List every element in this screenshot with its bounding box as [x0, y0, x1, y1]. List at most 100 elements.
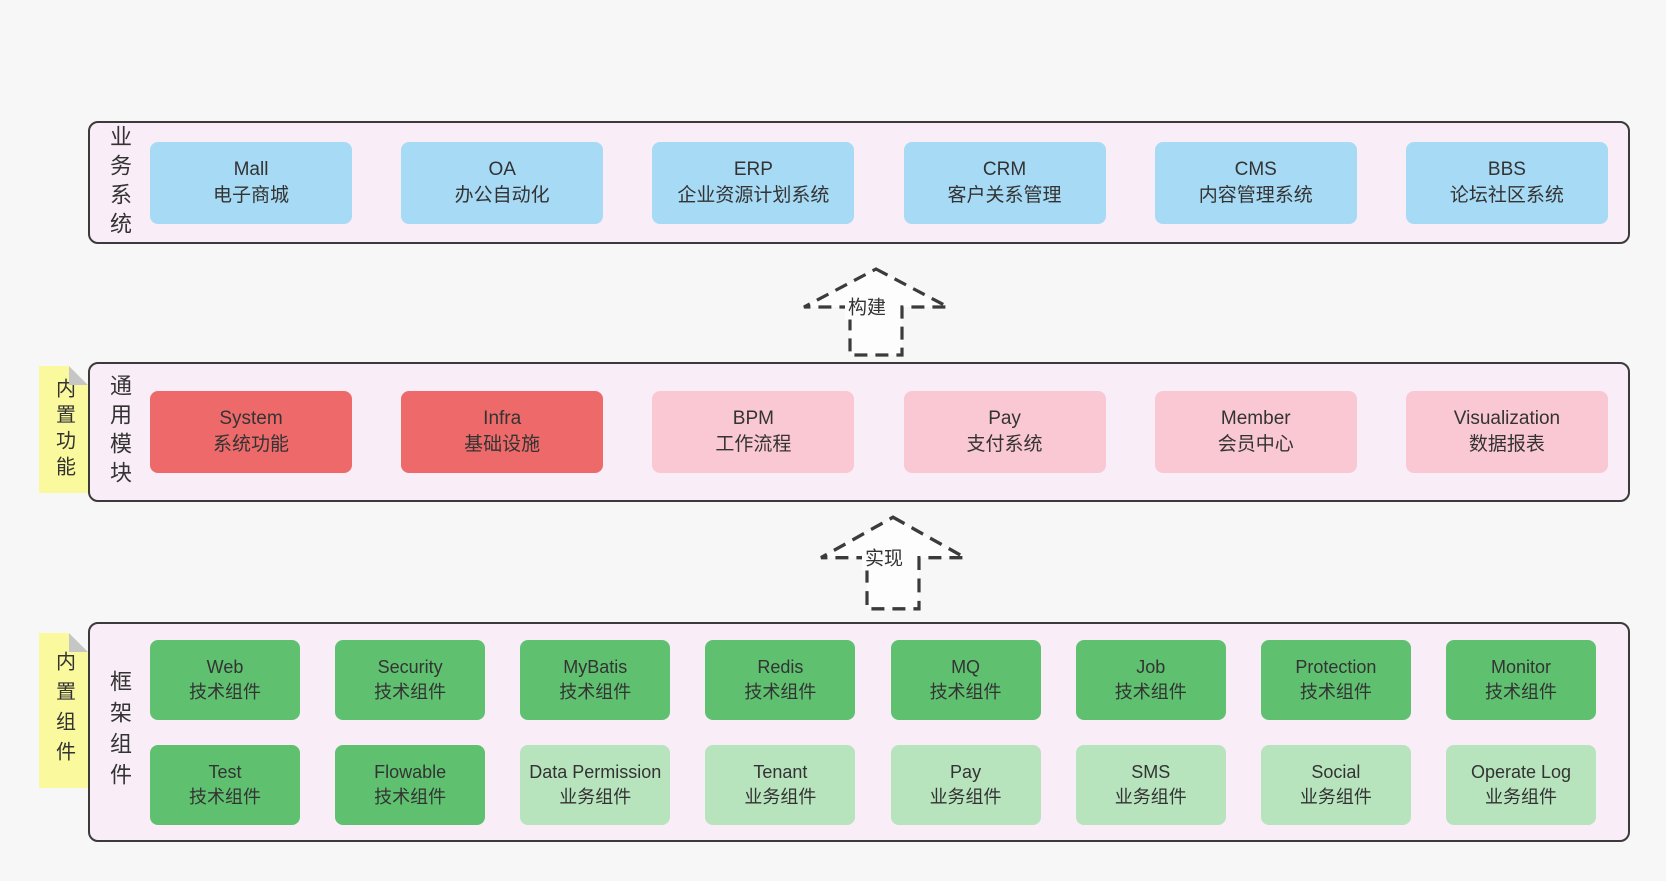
- box-title: Protection: [1295, 656, 1377, 677]
- sticky-built-in-features: 内置功能: [39, 366, 88, 493]
- box-monitor: Monitor 技术组件: [1445, 639, 1596, 720]
- box-subtitle: 基础设施: [464, 434, 541, 455]
- box-subtitle: 电子商城: [212, 184, 289, 206]
- box-infra: Infra 基础设施: [401, 391, 604, 473]
- box-subtitle: 技术组件: [1299, 681, 1372, 702]
- box-sms: SMS 业务组件: [1075, 744, 1226, 825]
- band-label-business: 业务系统: [90, 123, 148, 242]
- box-cms: CMS 内容管理系统: [1154, 141, 1357, 224]
- box-mall: Mall 电子商城: [150, 141, 352, 224]
- box-title: ERP: [733, 158, 773, 180]
- box-title: SMS: [1131, 761, 1171, 782]
- box-title: Visualization: [1453, 408, 1561, 429]
- module-boxes: System 系统功能 Infra 基础设施 BPM 工作流程 Pay 支付系统…: [150, 364, 1608, 500]
- box-subtitle: 技术组件: [189, 786, 261, 807]
- box-subtitle: 技术组件: [1484, 681, 1557, 702]
- box-subtitle: 内容管理系统: [1198, 184, 1313, 206]
- box-subtitle: 数据报表: [1468, 434, 1545, 455]
- box-crm: CRM 客户关系管理: [903, 141, 1106, 224]
- band-common-modules: 通用模块 System 系统功能 Infra 基础设施 BPM 工作流程 Pay…: [88, 362, 1630, 502]
- box-subtitle: 业务组件: [559, 786, 632, 807]
- box-title: BBS: [1487, 158, 1526, 180]
- box-title: CRM: [982, 158, 1027, 180]
- box-social: Social 业务组件: [1260, 744, 1411, 825]
- box-protection: Protection 技术组件: [1260, 639, 1411, 720]
- band-framework-components: 框架组件 Web 技术组件 Security 技术组件 MyBatis 技术组件…: [88, 622, 1630, 842]
- box-mybatis: MyBatis 技术组件: [520, 639, 671, 720]
- box-title: Operate Log: [1470, 761, 1572, 782]
- arrow-implement: 实现: [818, 514, 968, 612]
- box-subtitle: 客户关系管理: [947, 184, 1062, 206]
- box-title: MyBatis: [563, 656, 628, 677]
- box-title: Member: [1220, 408, 1291, 429]
- folded-corner-icon: [69, 633, 88, 652]
- box-visualization: Visualization 数据报表: [1405, 391, 1608, 473]
- band-label-text: 业务系统: [107, 124, 132, 241]
- folded-corner-icon: [69, 366, 88, 385]
- box-tenant: Tenant 业务组件: [705, 744, 856, 825]
- box-subtitle: 业务组件: [744, 786, 817, 807]
- box-system: System 系统功能: [150, 391, 352, 473]
- box-title: Tenant: [753, 761, 808, 782]
- band-label-text: 通用模块: [107, 374, 132, 490]
- box-flowable: Flowable 技术组件: [335, 744, 486, 825]
- box-title: CMS: [1234, 158, 1277, 180]
- box-subtitle: 技术组件: [189, 681, 261, 702]
- box-title: Redis: [757, 656, 804, 677]
- box-operate-log: Operate Log 业务组件: [1445, 744, 1596, 825]
- box-test: Test 技术组件: [150, 744, 300, 825]
- box-title: Security: [377, 656, 443, 677]
- box-data-permission: Data Permission 业务组件: [520, 744, 671, 825]
- box-redis: Redis 技术组件: [705, 639, 856, 720]
- box-subtitle: 技术组件: [744, 681, 817, 702]
- business-boxes: Mall 电子商城 OA 办公自动化 ERP 企业资源计划系统 CRM 客户关系…: [150, 123, 1608, 242]
- box-member: Member 会员中心: [1154, 391, 1357, 473]
- box-bpm: BPM 工作流程: [652, 391, 855, 473]
- sticky-built-in-components: 内置组件: [39, 633, 88, 788]
- box-subtitle: 技术组件: [929, 681, 1002, 702]
- arrow-implement-label: 实现: [861, 543, 907, 571]
- box-mq: MQ 技术组件: [890, 639, 1041, 720]
- box-title: Infra: [483, 408, 522, 429]
- box-title: Monitor: [1490, 656, 1551, 677]
- arrow-build: 构建: [801, 266, 951, 358]
- box-title: Pay: [950, 761, 982, 782]
- component-row-1: Web 技术组件 Security 技术组件 MyBatis 技术组件 Redi…: [150, 639, 1596, 720]
- box-title: System: [219, 408, 283, 429]
- box-title: OA: [488, 158, 516, 180]
- box-subtitle: 业务组件: [1299, 786, 1372, 807]
- box-subtitle: 办公自动化: [454, 184, 550, 206]
- box-job: Job 技术组件: [1075, 639, 1226, 720]
- box-title: Social: [1311, 761, 1361, 782]
- box-subtitle: 技术组件: [374, 786, 447, 807]
- box-subtitle: 技术组件: [559, 681, 632, 702]
- box-title: MQ: [951, 656, 981, 677]
- box-title: Data Permission: [529, 761, 662, 782]
- box-subtitle: 技术组件: [1114, 681, 1187, 702]
- box-title: Flowable: [374, 761, 447, 782]
- box-title: Web: [206, 656, 244, 677]
- band-business-systems: 业务系统 Mall 电子商城 OA 办公自动化 ERP 企业资源计划系统 CRM…: [88, 121, 1630, 244]
- arrow-build-label: 构建: [844, 292, 890, 320]
- box-subtitle: 业务组件: [929, 786, 1002, 807]
- box-oa: OA 办公自动化: [401, 141, 604, 224]
- box-subtitle: 业务组件: [1114, 786, 1187, 807]
- box-subtitle: 业务组件: [1484, 786, 1557, 807]
- box-title: Job: [1136, 656, 1166, 677]
- box-security: Security 技术组件: [335, 639, 486, 720]
- box-web: Web 技术组件: [150, 639, 300, 720]
- box-subtitle: 系统功能: [212, 434, 289, 455]
- band-label-components: 框架组件: [90, 624, 148, 840]
- box-erp: ERP 企业资源计划系统: [652, 141, 855, 224]
- band-label-modules: 通用模块: [90, 364, 148, 500]
- sticky-label: 内置功能: [52, 377, 75, 482]
- box-title: Mall: [233, 158, 269, 180]
- box-subtitle: 工作流程: [715, 434, 792, 455]
- box-subtitle: 支付系统: [966, 434, 1043, 455]
- box-subtitle: 论坛社区系统: [1449, 184, 1564, 206]
- component-row-2: Test 技术组件 Flowable 技术组件 Data Permission …: [150, 744, 1596, 825]
- sticky-label: 内置组件: [52, 650, 75, 771]
- box-pay-biz: Pay 业务组件: [890, 744, 1041, 825]
- box-subtitle: 企业资源计划系统: [677, 184, 830, 206]
- box-subtitle: 会员中心: [1217, 434, 1294, 455]
